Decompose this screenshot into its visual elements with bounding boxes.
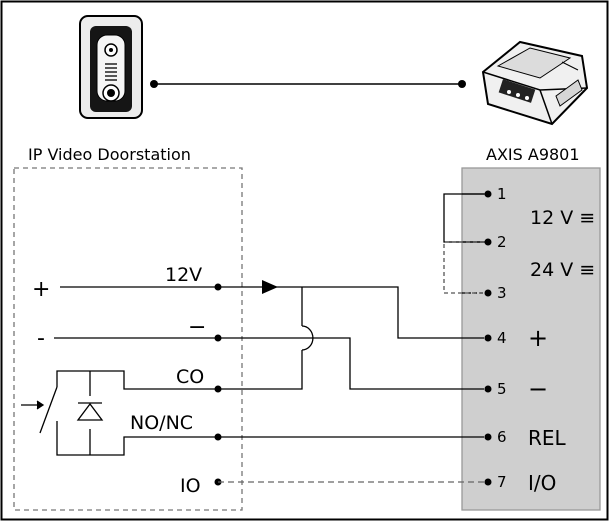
axis-a9801-device-icon [481, 40, 589, 126]
terminal-7-function: I/O [528, 471, 556, 495]
supply-24v-label: 24 V ≡ [530, 259, 595, 281]
jumper-12v-solid [443, 193, 484, 243]
signal-nonc-label: NO/NC [130, 412, 193, 434]
current-direction-arrow [262, 280, 278, 294]
jumper-24v-dashed [443, 241, 484, 294]
doorstation-device-icon [79, 15, 143, 119]
link-dot-left [150, 80, 158, 88]
terminal-6-number: 6 [497, 428, 507, 446]
signal-co-label: CO [176, 366, 204, 388]
terminal-5-function: − [528, 375, 548, 403]
power-minus-sign: - [37, 326, 45, 351]
terminal-6: 6 REL [484, 426, 567, 450]
relay-switch-diode-symbol [21, 370, 218, 456]
terminal-5: 5 − [484, 375, 548, 403]
terminal-4: 4 + [484, 324, 548, 352]
doorstation-title: IP Video Doorstation [28, 145, 191, 164]
link-dot-right [458, 80, 466, 88]
terminal-1-number: 1 [497, 185, 507, 203]
doorstation-terminal-box [13, 167, 243, 511]
terminal-2-number: 2 [497, 233, 507, 251]
terminal-7-number: 7 [497, 473, 507, 491]
axis-device-title: AXIS A9801 [486, 145, 580, 164]
terminal-5-number: 5 [497, 380, 507, 398]
terminal-3-number: 3 [497, 284, 507, 302]
terminal-6-function: REL [528, 426, 567, 450]
signal-12v-label: 12V [165, 264, 202, 286]
terminal-4-function: + [528, 324, 548, 352]
interconnect-wires [218, 286, 484, 483]
terminal-7: 7 I/O [484, 471, 556, 495]
power-plus-sign: + [32, 277, 50, 302]
terminal-4-number: 4 [497, 329, 507, 347]
supply-12v-label: 12 V ≡ [530, 207, 595, 229]
signal-io-label: IO [180, 475, 201, 497]
signal-minus-label: − [188, 315, 206, 340]
